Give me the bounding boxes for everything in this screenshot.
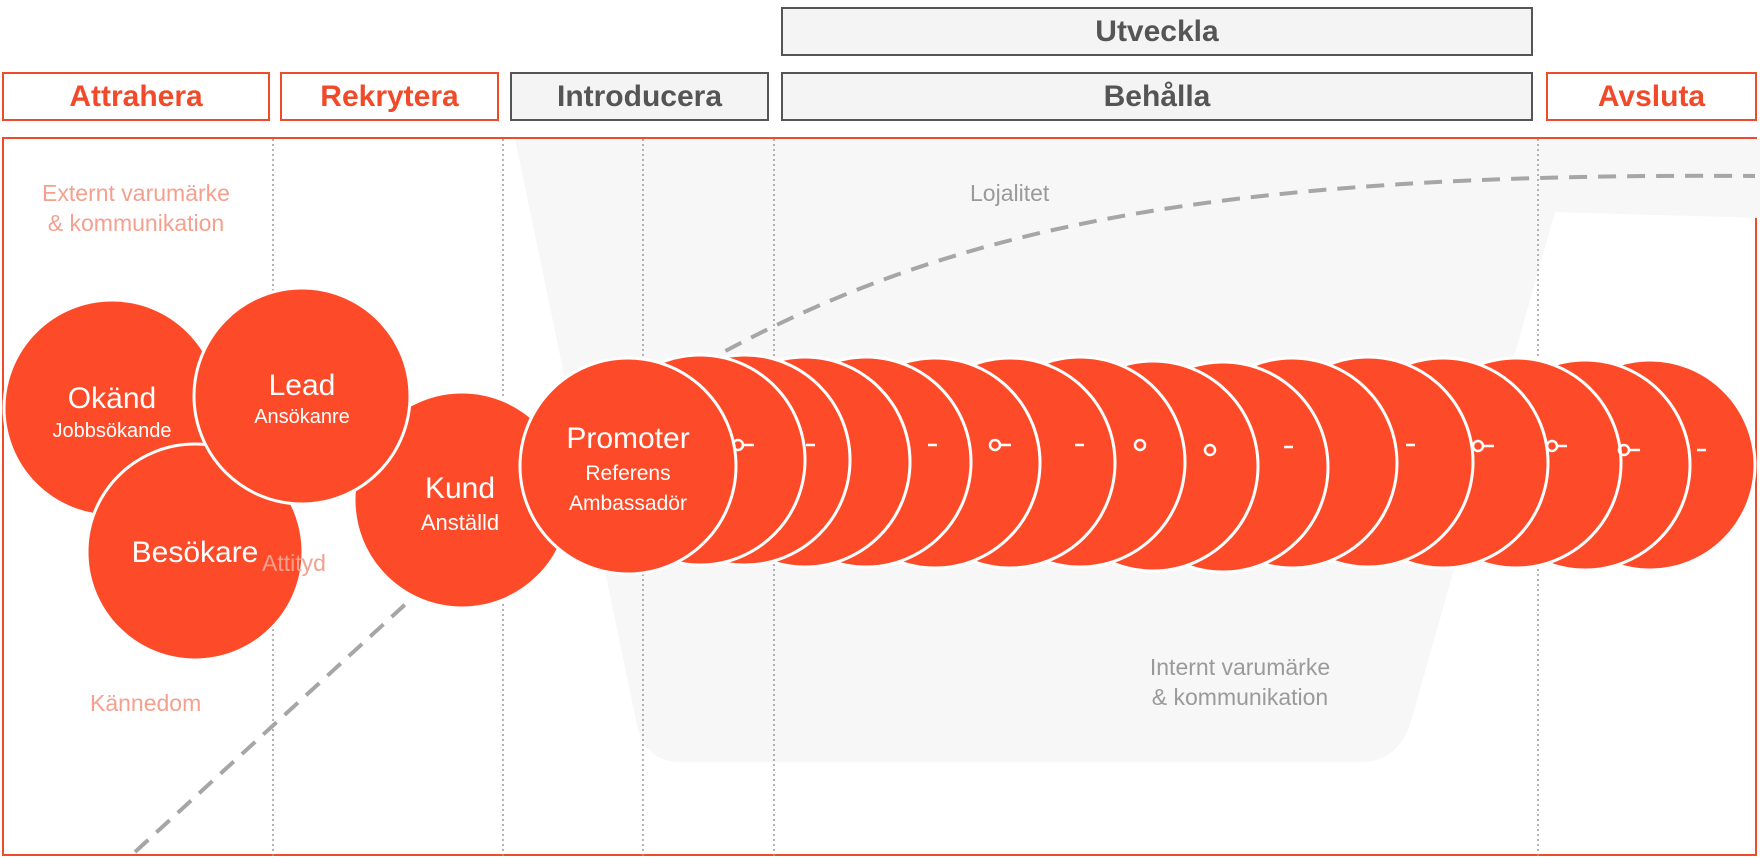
row-mark-ring-2 — [988, 438, 1002, 452]
externt-line-2: & kommunikation — [47, 210, 225, 236]
promoter-subtitle-2: Ambassadör — [569, 492, 687, 515]
header-rekrytera-label: Rekrytera — [320, 79, 459, 113]
promoter-title: Promoter — [566, 422, 689, 455]
diagram-frame — [2, 137, 1757, 856]
header-utveckla: Utveckla — [781, 7, 1533, 56]
okand-title: Okänd — [68, 382, 156, 415]
header-avsluta-label: Avsluta — [1597, 79, 1706, 113]
promoter-circle — [518, 356, 738, 576]
externt-label: Externt varumärke & kommunikation — [20, 178, 252, 238]
row-mark-ring-5 — [1471, 439, 1485, 453]
kund-subtitle: Anställd — [421, 510, 499, 535]
ambassador-circle-row — [593, 353, 1757, 574]
internt-line-1: Internt varumärke — [1149, 654, 1331, 680]
journey-circles — [2, 286, 738, 662]
lojalitet-label: Lojalitet — [970, 180, 1050, 206]
header-utveckla-label: Utveckla — [1095, 14, 1219, 48]
header-behalla: Behålla — [781, 72, 1533, 121]
kannedom-label: Kännedom — [90, 690, 202, 716]
header-introducera-label: Introducera — [556, 79, 723, 113]
header-introducera: Introducera — [510, 72, 769, 121]
lead-title: Lead — [269, 369, 336, 402]
lead-circle — [192, 286, 412, 506]
okand-subtitle: Jobbsökande — [53, 420, 172, 442]
loyalty-curve — [699, 173, 1756, 367]
externt-line-1: Externt varumärke — [42, 180, 230, 206]
attityd-label: Attityd — [262, 550, 326, 576]
header-rekrytera: Rekrytera — [280, 72, 499, 121]
row-mark-ring-7 — [1617, 443, 1631, 457]
besokare-title: Besökare — [132, 536, 259, 569]
header-attrahera: Attrahera — [2, 72, 270, 121]
row-mark-ring-6 — [1545, 439, 1559, 453]
growth-curve-lower — [133, 598, 412, 854]
besokare-circle — [85, 442, 305, 662]
kund-title: Kund — [425, 472, 495, 505]
header-behalla-label: Behålla — [1103, 79, 1211, 113]
row-mark-ring-4 — [1203, 443, 1217, 457]
lead-subtitle: Ansökanre — [254, 406, 350, 428]
header-avsluta: Avsluta — [1546, 72, 1757, 121]
promoter-subtitle-1: Referens — [585, 462, 670, 485]
internt-label: Internt varumärke & kommunikation — [1130, 652, 1350, 712]
header-attrahera-label: Attrahera — [69, 79, 203, 113]
internt-line-2: & kommunikation — [1151, 684, 1329, 710]
row-mark-ring-3 — [1133, 438, 1147, 452]
